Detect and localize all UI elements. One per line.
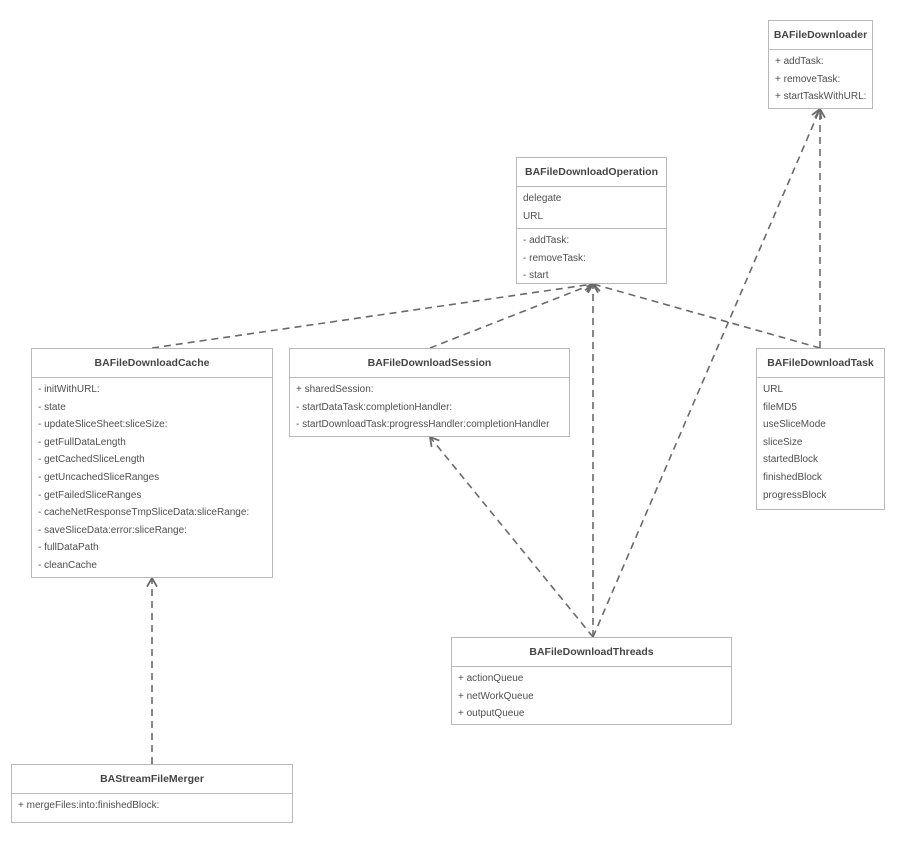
class-bastreamfilemerger[interactable]: BAStreamFileMerger + mergeFiles:into:fin… — [11, 764, 293, 823]
class-member: + removeTask: — [775, 73, 841, 85]
class-member: + startTaskWithURL: — [775, 91, 867, 103]
class-compartment: - initWithURL: - state - updateSliceSheet:… — [32, 378, 272, 578]
class-member: - saveSliceData:error:sliceRange: — [38, 524, 187, 536]
class-member: - state — [38, 401, 66, 413]
class-bafiledownloadcache[interactable]: BAFileDownloadCache - initWithURL: - stat… — [31, 348, 273, 578]
arrowhead — [814, 107, 826, 119]
arrowhead — [811, 107, 823, 120]
dependency-merger-to-cache — [146, 576, 158, 764]
class-bafiledownloadthreads[interactable]: BAFileDownloadThreads + actionQueue + net… — [451, 637, 732, 725]
class-member: - startDataTask:completionHandler: — [296, 401, 453, 413]
class-member: URL — [763, 384, 784, 395]
class-member: progressBlock — [763, 489, 827, 501]
class-member: - startDownloadTask:progressHandler:comp… — [296, 419, 550, 431]
dependency-threads-to-session — [428, 435, 594, 638]
class-bafiledownloadsession[interactable]: BAFileDownloadSession + sharedSession: - … — [289, 348, 570, 437]
class-member: sliceSize — [763, 436, 803, 448]
class-compartment: + actionQueue + netWorkQueue + outputQueue — [452, 667, 731, 726]
class-compartment: + sharedSession: - startDataTask:completi… — [290, 378, 569, 437]
class-name: BAStreamFileMerger — [12, 765, 292, 794]
class-name: BAFileDownloadThreads — [452, 638, 731, 667]
class-compartment: + addTask: + removeTask: + startTaskWithUR… — [769, 50, 872, 109]
class-compartment: - addTask: - removeTask: - start — [517, 229, 666, 288]
class-member: - getCachedSliceLength — [38, 454, 145, 466]
class-member: - cleanCache — [38, 559, 97, 571]
dependency-cache-to-operation — [151, 279, 595, 349]
class-name: BAFileDownloadCache — [32, 349, 272, 378]
class-member: - fullDataPath — [38, 542, 99, 554]
class-member: - getFullDataLength — [38, 436, 126, 448]
class-member: - updateSliceSheet:sliceSize: — [38, 419, 168, 431]
class-member: - addTask: — [523, 235, 570, 247]
class-name: BAFileDownloader — [769, 21, 872, 50]
class-member: + mergeFiles:into:finishedBlock: — [18, 800, 160, 811]
class-name: BAFileDownloadSession — [290, 349, 569, 378]
class-member: - cacheNetResponseTmpSliceData:sliceRang… — [38, 507, 250, 519]
dependency-task-to-downloader — [814, 107, 826, 348]
class-bafiledownloadtask[interactable]: BAFileDownloadTask URL fileMD5 useSliceMod… — [756, 348, 885, 510]
class-member: finishedBlock — [763, 471, 822, 483]
class-member: + netWorkQueue — [458, 690, 534, 702]
class-member: - start — [523, 270, 549, 282]
class-name: BAFileDownloadOperation — [517, 158, 666, 187]
class-compartment: URL fileMD5 useSliceMode sliceSize startedBl… — [757, 378, 884, 507]
class-member: fileMD5 — [763, 401, 797, 413]
class-compartment: + mergeFiles:into:finishedBlock: — [12, 794, 292, 818]
class-bafiledownloader[interactable]: BAFileDownloader + addTask: + removeTask:… — [768, 20, 873, 109]
arrowhead — [146, 576, 158, 588]
class-member: URL — [523, 210, 544, 222]
class-member: - initWithURL: — [38, 384, 100, 395]
class-member: useSliceMode — [763, 419, 826, 431]
class-member: + outputQueue — [458, 708, 525, 720]
dependency-threads-to-operation — [587, 282, 599, 637]
dependency-session-to-operation — [429, 281, 595, 349]
class-member: + addTask: — [775, 56, 824, 67]
class-member: - getFailedSliceRanges — [38, 489, 142, 501]
class-member: delegate — [523, 193, 562, 204]
class-member: - getUncachedSliceRanges — [38, 471, 160, 483]
arrowhead — [428, 435, 440, 448]
class-member: + actionQueue — [458, 673, 524, 684]
class-name: BAFileDownloadTask — [757, 349, 884, 378]
class-member: startedBlock — [763, 454, 819, 466]
class-member: + sharedSession: — [296, 384, 374, 395]
dependency-task-to-operation — [591, 280, 821, 349]
class-member: - removeTask: — [523, 252, 586, 264]
